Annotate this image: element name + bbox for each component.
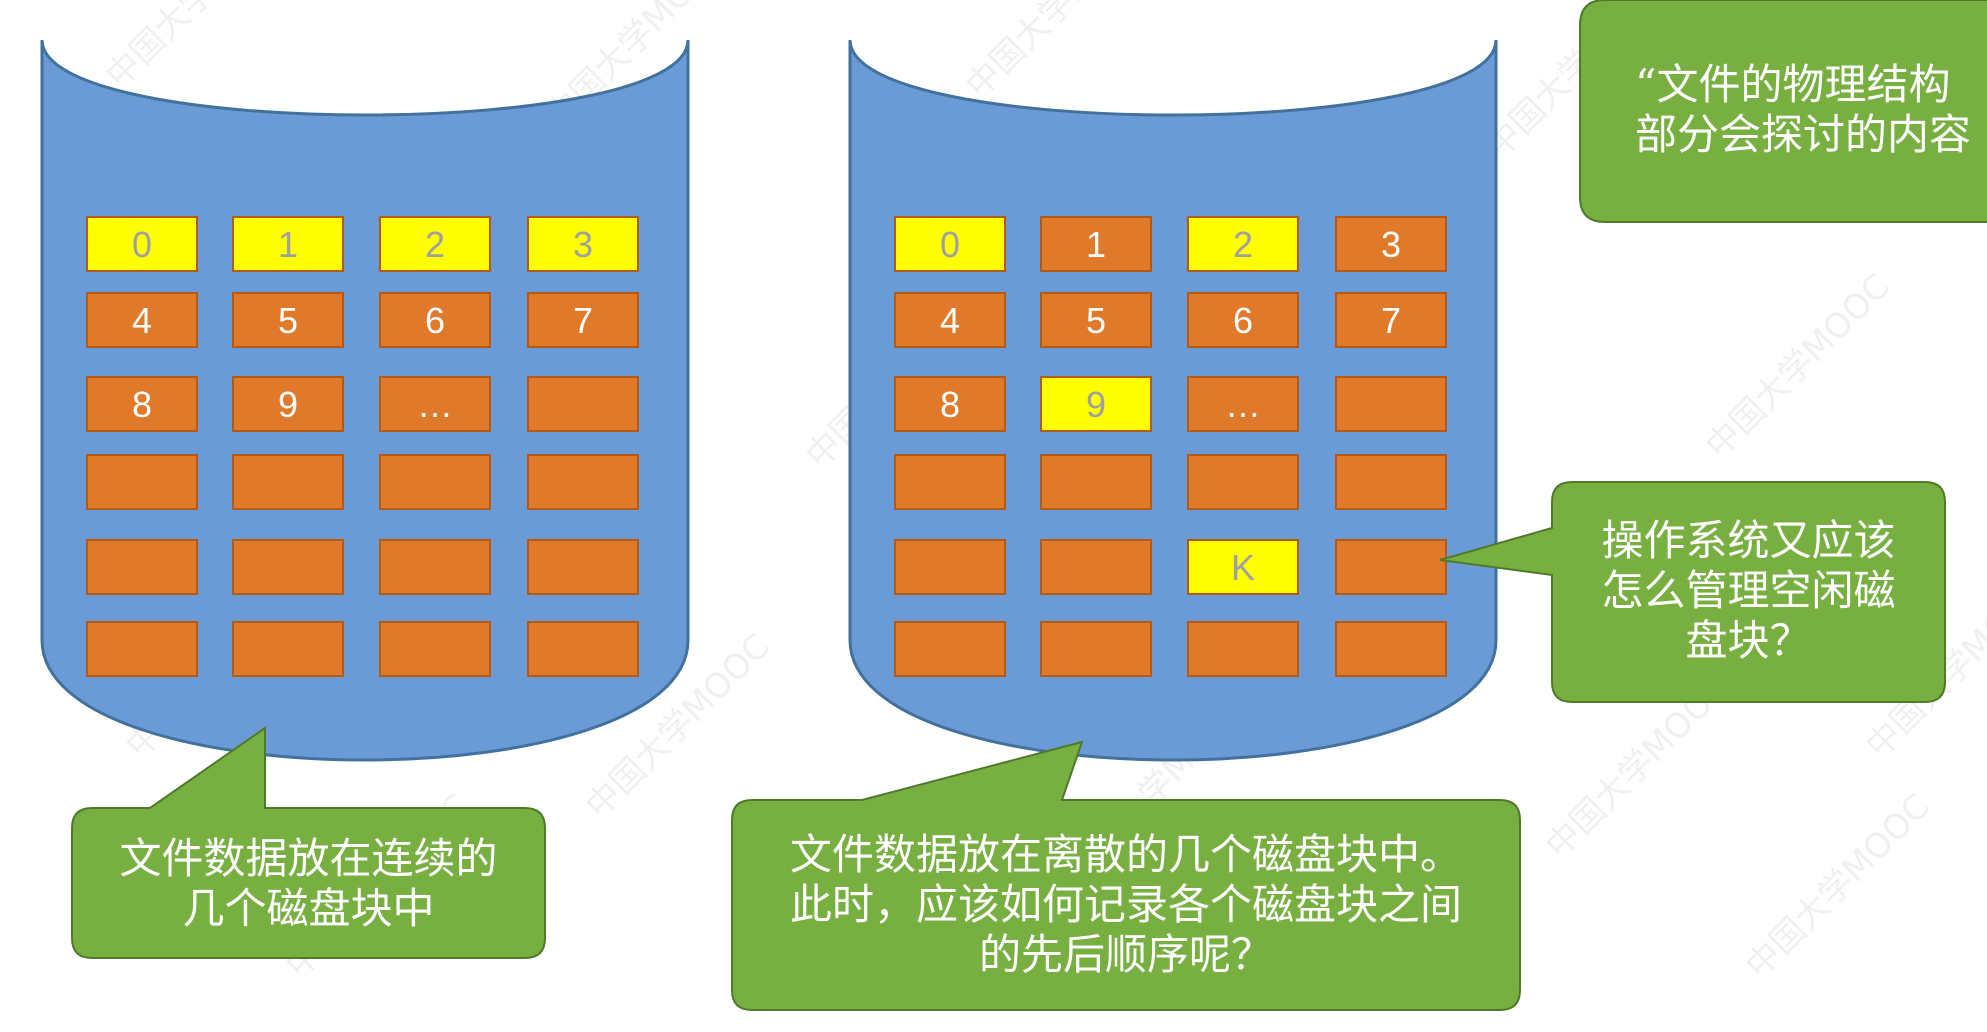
disk-block-right-r4c0: [894, 539, 1006, 595]
disk-block-label-left-r1c0: 4: [132, 300, 152, 341]
disk-block-label-right-r0c1: 1: [1086, 224, 1106, 265]
disk-blocks-right: 0 1 2 3 4 5 6 7 8 9 … K: [894, 216, 1447, 677]
disk-block-left-r5c1: [232, 621, 344, 677]
disk-block-label-left-r0c0: 0: [132, 224, 152, 265]
watermark-text: 中国大学MOOC: [958, 0, 1158, 106]
disk-block-label-left-r0c1: 1: [278, 224, 298, 265]
disk-block-left-r4c1: [232, 539, 344, 595]
disk-block-right-r5c3: [1335, 621, 1447, 677]
disk-block-left-r4c3: [527, 539, 639, 595]
disk-block-label-left-r1c2: 6: [425, 300, 445, 341]
callout-scattered-text: 文件数据放在离散的几个磁盘块中。 此时，应该如何记录各个磁盘块之间 的先后顺序呢…: [789, 830, 1462, 979]
disk-block-right-r3c1: [1040, 454, 1152, 510]
disk-block-left-r4c2: [379, 539, 491, 595]
disk-blocks-left: 0 1 2 3 4 5 6 7 8 9 …: [86, 216, 639, 677]
disk-block-left-r5c2: [379, 621, 491, 677]
disk-block-label-left-r2c2: …: [417, 384, 453, 425]
disk-block-left-r0c3: [527, 216, 639, 272]
disk-block-left-r0c0: [86, 216, 198, 272]
disk-block-right-r5c1: [1040, 621, 1152, 677]
disk-block-left-r0c1: [232, 216, 344, 272]
disk-block-label-left-r0c3: 3: [573, 224, 593, 265]
disk-block-left-r1c0: [86, 292, 198, 348]
disk-block-label-right-r0c2: 2: [1233, 224, 1253, 265]
disk-block-right-r4c2: [1187, 539, 1299, 595]
disk-block-right-r5c2: [1187, 621, 1299, 677]
disk-block-right-r5c0: [894, 621, 1006, 677]
disk-block-right-r3c2: [1187, 454, 1299, 510]
disk-block-left-r1c3: [527, 292, 639, 348]
disk-block-label-right-r4c2: K: [1231, 547, 1255, 588]
disk-block-label-right-r2c0: 8: [940, 384, 960, 425]
disk-block-left-r2c3: [527, 376, 639, 432]
disk-block-label-left-r2c0: 8: [132, 384, 152, 425]
disk-block-label-right-r1c0: 4: [940, 300, 960, 341]
disk-block-label-right-r1c3: 7: [1381, 300, 1401, 341]
disk-block-right-r3c0: [894, 454, 1006, 510]
callout-free-space: [1439, 481, 1946, 703]
disk-block-left-r0c2: [379, 216, 491, 272]
disk-block-right-r1c3: [1335, 292, 1447, 348]
callout-contiguous-text: 文件数据放在连续的 几个磁盘块中: [119, 834, 498, 933]
disk-block-label-left-r1c3: 7: [573, 300, 593, 341]
disk-block-right-r0c0: [894, 216, 1006, 272]
callout-physical-structure-text: “文件的物理结构 部分会探讨的内容: [1635, 60, 1972, 159]
watermark-text: 中国大学MOOC: [1738, 787, 1938, 987]
disk-cylinder-left: [40, 39, 690, 762]
callout-free-space-text: 操作系统又应该 怎么管理空闲磁 盘块？: [1601, 516, 1896, 665]
disk-block-right-r0c2: [1187, 216, 1299, 272]
disk-block-label-left-r2c1: 9: [278, 384, 298, 425]
disk-block-right-r3c3: [1335, 454, 1447, 510]
disk-block-left-r2c0: [86, 376, 198, 432]
disk-block-left-r1c1: [232, 292, 344, 348]
disk-block-right-r1c1: [1040, 292, 1152, 348]
disk-block-right-r1c2: [1187, 292, 1299, 348]
disk-block-left-r5c3: [527, 621, 639, 677]
disk-block-left-r3c2: [379, 454, 491, 510]
disk-block-right-r0c3: [1335, 216, 1447, 272]
disk-block-right-r2c3: [1335, 376, 1447, 432]
disk-block-right-r4c1: [1040, 539, 1152, 595]
disk-block-label-right-r0c0: 0: [940, 224, 960, 265]
disk-block-left-r3c3: [527, 454, 639, 510]
callout-contiguous: [71, 726, 546, 959]
disk-block-label-right-r2c2: …: [1225, 384, 1261, 425]
disk-block-left-r2c1: [232, 376, 344, 432]
disk-block-left-r2c2: [379, 376, 491, 432]
disk-block-right-r0c1: [1040, 216, 1152, 272]
callout-physical-structure: [1579, 0, 1987, 223]
disk-block-label-right-r0c3: 3: [1381, 224, 1401, 265]
disk-block-left-r4c0: [86, 539, 198, 595]
disk-block-right-r1c0: [894, 292, 1006, 348]
disk-block-right-r4c3: [1335, 539, 1447, 595]
disk-block-left-r3c1: [232, 454, 344, 510]
disk-block-right-r2c1: [1040, 376, 1152, 432]
disk-block-label-left-r1c1: 5: [278, 300, 298, 341]
disk-block-label-right-r2c1: 9: [1086, 384, 1106, 425]
disk-block-left-r5c0: [86, 621, 198, 677]
callout-scattered: [731, 740, 1521, 1011]
disk-cylinder-right: [848, 39, 1498, 762]
disk-block-label-left-r0c2: 2: [425, 224, 445, 265]
disk-block-right-r2c0: [894, 376, 1006, 432]
disk-block-left-r1c2: [379, 292, 491, 348]
disk-block-left-r3c0: [86, 454, 198, 510]
disk-block-label-right-r1c2: 6: [1233, 300, 1253, 341]
disk-block-right-r2c2: [1187, 376, 1299, 432]
disk-block-label-right-r1c1: 5: [1086, 300, 1106, 341]
watermark-text: 中国大学MOOC: [1698, 267, 1898, 467]
watermark-text: 中国大学MOOC: [98, 0, 298, 96]
